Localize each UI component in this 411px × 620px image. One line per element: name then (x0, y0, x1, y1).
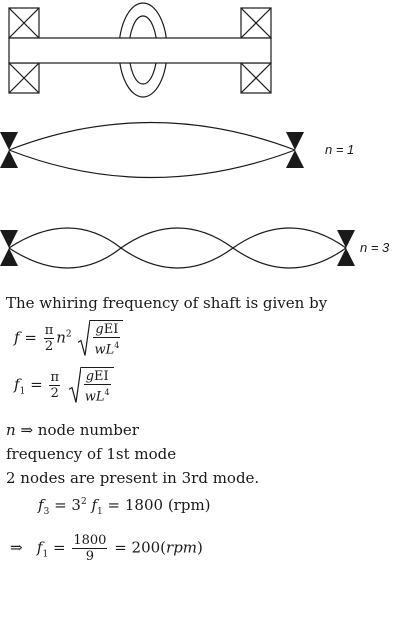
whirling-shaft-diagram: n = 1 n = 3 (0, 2, 390, 269)
eq-two: 2 (44, 339, 54, 355)
eq-g: g (95, 322, 104, 337)
mode-3-right-support (337, 230, 355, 248)
eq-f1-two: 2 (50, 386, 59, 402)
eq-f1-L: L (95, 389, 105, 405)
eq-n-exp: 2 (65, 329, 72, 340)
mode-1-left-support-lower (0, 150, 18, 168)
eq-sqrt: gEI wL4 (78, 320, 124, 358)
mode-1-diagram: n = 1 (0, 121, 354, 179)
mode-3-upper-curve (8, 227, 347, 249)
node-line-rest: ⇒ node number (20, 421, 139, 439)
eq-f1-pi-over-2: π 2 (49, 370, 60, 401)
shaft-body (8, 37, 272, 64)
right-bearing-top (240, 7, 272, 39)
eq-w: w (94, 342, 106, 358)
left-bearing-bottom (8, 62, 40, 94)
radical-sign-icon (69, 367, 81, 404)
result-unit: rpm (166, 538, 198, 557)
mode-1-lower-curve (8, 149, 296, 179)
eq-f1-sub: 1 (19, 386, 26, 397)
mode-1-right-support (286, 132, 304, 150)
eq-equals: = (24, 328, 37, 347)
right-bearing-bottom (240, 62, 272, 94)
eq-f1-EI: EI (94, 369, 109, 384)
eq-f1-w: w (84, 389, 96, 405)
eq-n: n (56, 328, 66, 347)
f3-exp: 2 (80, 497, 87, 507)
eq-EI: EI (103, 322, 119, 337)
mode-1-label: n = 1 (325, 142, 354, 157)
f3-f1-sub: 1 (97, 507, 103, 517)
eq-f1-g: g (85, 369, 95, 384)
result-den: 9 (85, 549, 95, 564)
result-close: ) (197, 538, 203, 557)
mode-1-right-support-lower (286, 150, 304, 168)
f3-tail: = 1800 (rpm) (102, 496, 211, 514)
nodes-line: 2 nodes are present in 3rd mode. (6, 469, 260, 487)
mode-3-lower-curve (8, 247, 347, 269)
eq-L-exp: 4 (114, 341, 120, 350)
node-line: n ⇒ node number (6, 421, 139, 439)
result-equation: ⇒ f1 = 1800 9 = 200(rpm) (10, 533, 203, 564)
result-f-symbol: f (36, 538, 43, 557)
eq-f1-sqrt-frac: gEI wL4 (83, 369, 111, 405)
equation-f1: f1 = π 2 gEI wL4 (14, 367, 114, 404)
radical-sign-icon (78, 320, 90, 357)
eq-f1-equals: = (30, 375, 43, 394)
f3-equation: f3 = 32 f1 = 1800 (rpm) (38, 493, 211, 521)
freq-line: frequency of 1st mode (6, 445, 177, 463)
eq-f-symbol: f (14, 328, 20, 347)
mode-3-right-support-lower (337, 248, 355, 266)
left-bearing-top (8, 7, 40, 39)
eq-f1-sqrt: gEI wL4 (69, 367, 114, 404)
result-f-sub: 1 (42, 549, 49, 560)
eq-sqrt-frac: gEI wL4 (93, 322, 121, 358)
eq-pi-over-2: π 2 (43, 323, 55, 355)
eq-pi: π (43, 323, 55, 340)
f3-eq: = 3 (54, 496, 81, 514)
result-frac: 1800 9 (72, 533, 108, 564)
f3-f1-symbol: f (91, 496, 98, 514)
mode-3-left-support-lower (0, 248, 18, 266)
result-value: = 200( (114, 538, 167, 557)
result-equals: = (52, 538, 66, 557)
shaft-assembly (8, 2, 272, 98)
f3-symbol: f (38, 496, 44, 514)
mode-3-left-support (0, 230, 18, 248)
result-num: 1800 (72, 533, 108, 549)
implies-symbol: ⇒ (10, 538, 23, 557)
mode-3-diagram: n = 3 (0, 227, 390, 269)
eq-f1-pi: π (49, 370, 60, 387)
mode-1-left-support (0, 132, 18, 150)
equation-f: f = π 2 n2 gEI wL4 (14, 320, 124, 358)
eq-f1-symbol: f (14, 375, 20, 394)
node-line-var: n (6, 421, 16, 439)
mode-3-label: n = 3 (360, 240, 390, 255)
intro-line: The whiring frequency of shaft is given … (6, 294, 328, 312)
eq-f1-L-exp: 4 (104, 388, 110, 397)
eq-L: L (105, 342, 115, 358)
f3-sub: 3 (43, 507, 50, 517)
mode-1-upper-curve (8, 121, 296, 151)
